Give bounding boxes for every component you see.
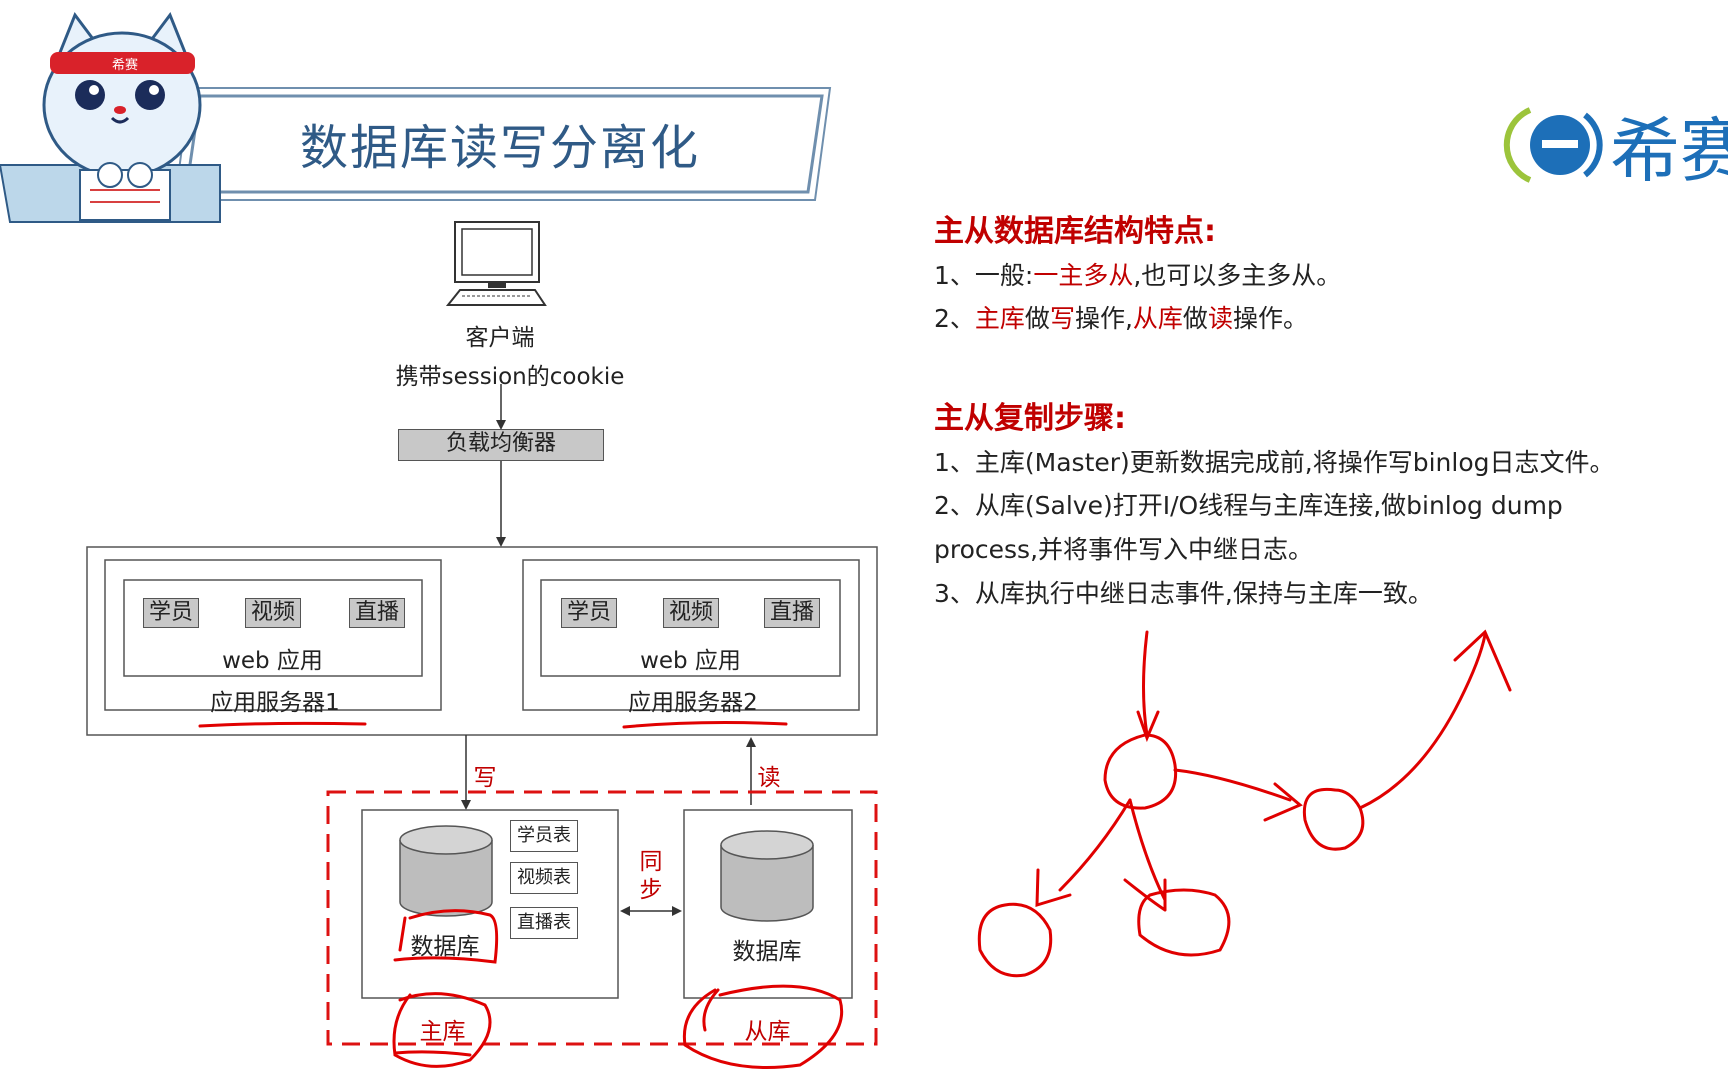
module-live: 直播 bbox=[764, 598, 820, 628]
write-label: 写 bbox=[473, 765, 497, 791]
computer-icon bbox=[445, 221, 547, 306]
module-video: 视频 bbox=[663, 598, 719, 628]
step-line-1: 1、主库(Master)更新数据完成前,将操作写binlog日志文件。 bbox=[934, 448, 1615, 477]
steps-heading: 主从复制步骤: bbox=[934, 401, 1126, 436]
page-title: 数据库读写分离化 bbox=[300, 120, 701, 176]
mascot-cat-icon: 希赛 bbox=[42, 11, 202, 221]
database-cylinder-icon bbox=[399, 825, 493, 917]
feature-line-1: 1、一般:一主多从,也可以多主多从。 bbox=[934, 261, 1342, 290]
app-server-2-label: 应用服务器2 bbox=[628, 690, 758, 716]
database-cylinder-icon bbox=[720, 830, 814, 922]
app-server-1-label: 应用服务器1 bbox=[210, 690, 340, 716]
master-role-label: 主库 bbox=[419, 1019, 466, 1045]
brand-name: 希赛 bbox=[1610, 110, 1728, 192]
module-student: 学员 bbox=[561, 598, 617, 628]
step-line-3: process,并将事件写入中继日志。 bbox=[934, 535, 1314, 564]
brand-logo-icon bbox=[1503, 107, 1603, 183]
table-live: 直播表 bbox=[510, 907, 578, 939]
module-video: 视频 bbox=[245, 598, 301, 628]
features-heading: 主从数据库结构特点: bbox=[934, 214, 1216, 249]
load-balancer: 负载均衡器 bbox=[398, 429, 604, 461]
table-student: 学员表 bbox=[510, 820, 578, 852]
svg-text:希赛: 希赛 bbox=[112, 57, 138, 73]
web-app-label: web 应用 bbox=[640, 648, 741, 674]
slave-db-label: 数据库 bbox=[732, 939, 802, 965]
module-student: 学员 bbox=[143, 598, 199, 628]
cookie-label: 携带session的cookie bbox=[395, 364, 625, 390]
master-db-label: 数据库 bbox=[410, 934, 480, 960]
client-label: 客户端 bbox=[465, 325, 535, 351]
web-app-label: web 应用 bbox=[222, 648, 323, 674]
module-live: 直播 bbox=[349, 598, 405, 628]
step-line-2: 2、从库(Salve)打开I/O线程与主库连接,做binlog dump bbox=[934, 491, 1563, 520]
feature-line-2: 2、主库做写操作,从库做读操作。 bbox=[934, 304, 1308, 333]
read-label: 读 bbox=[757, 765, 781, 791]
sync-label: 同步 bbox=[639, 849, 663, 903]
slave-role-label: 从库 bbox=[744, 1019, 791, 1045]
table-video: 视频表 bbox=[510, 862, 578, 894]
step-line-4: 3、从库执行中继日志事件,保持与主库一致。 bbox=[934, 579, 1433, 608]
